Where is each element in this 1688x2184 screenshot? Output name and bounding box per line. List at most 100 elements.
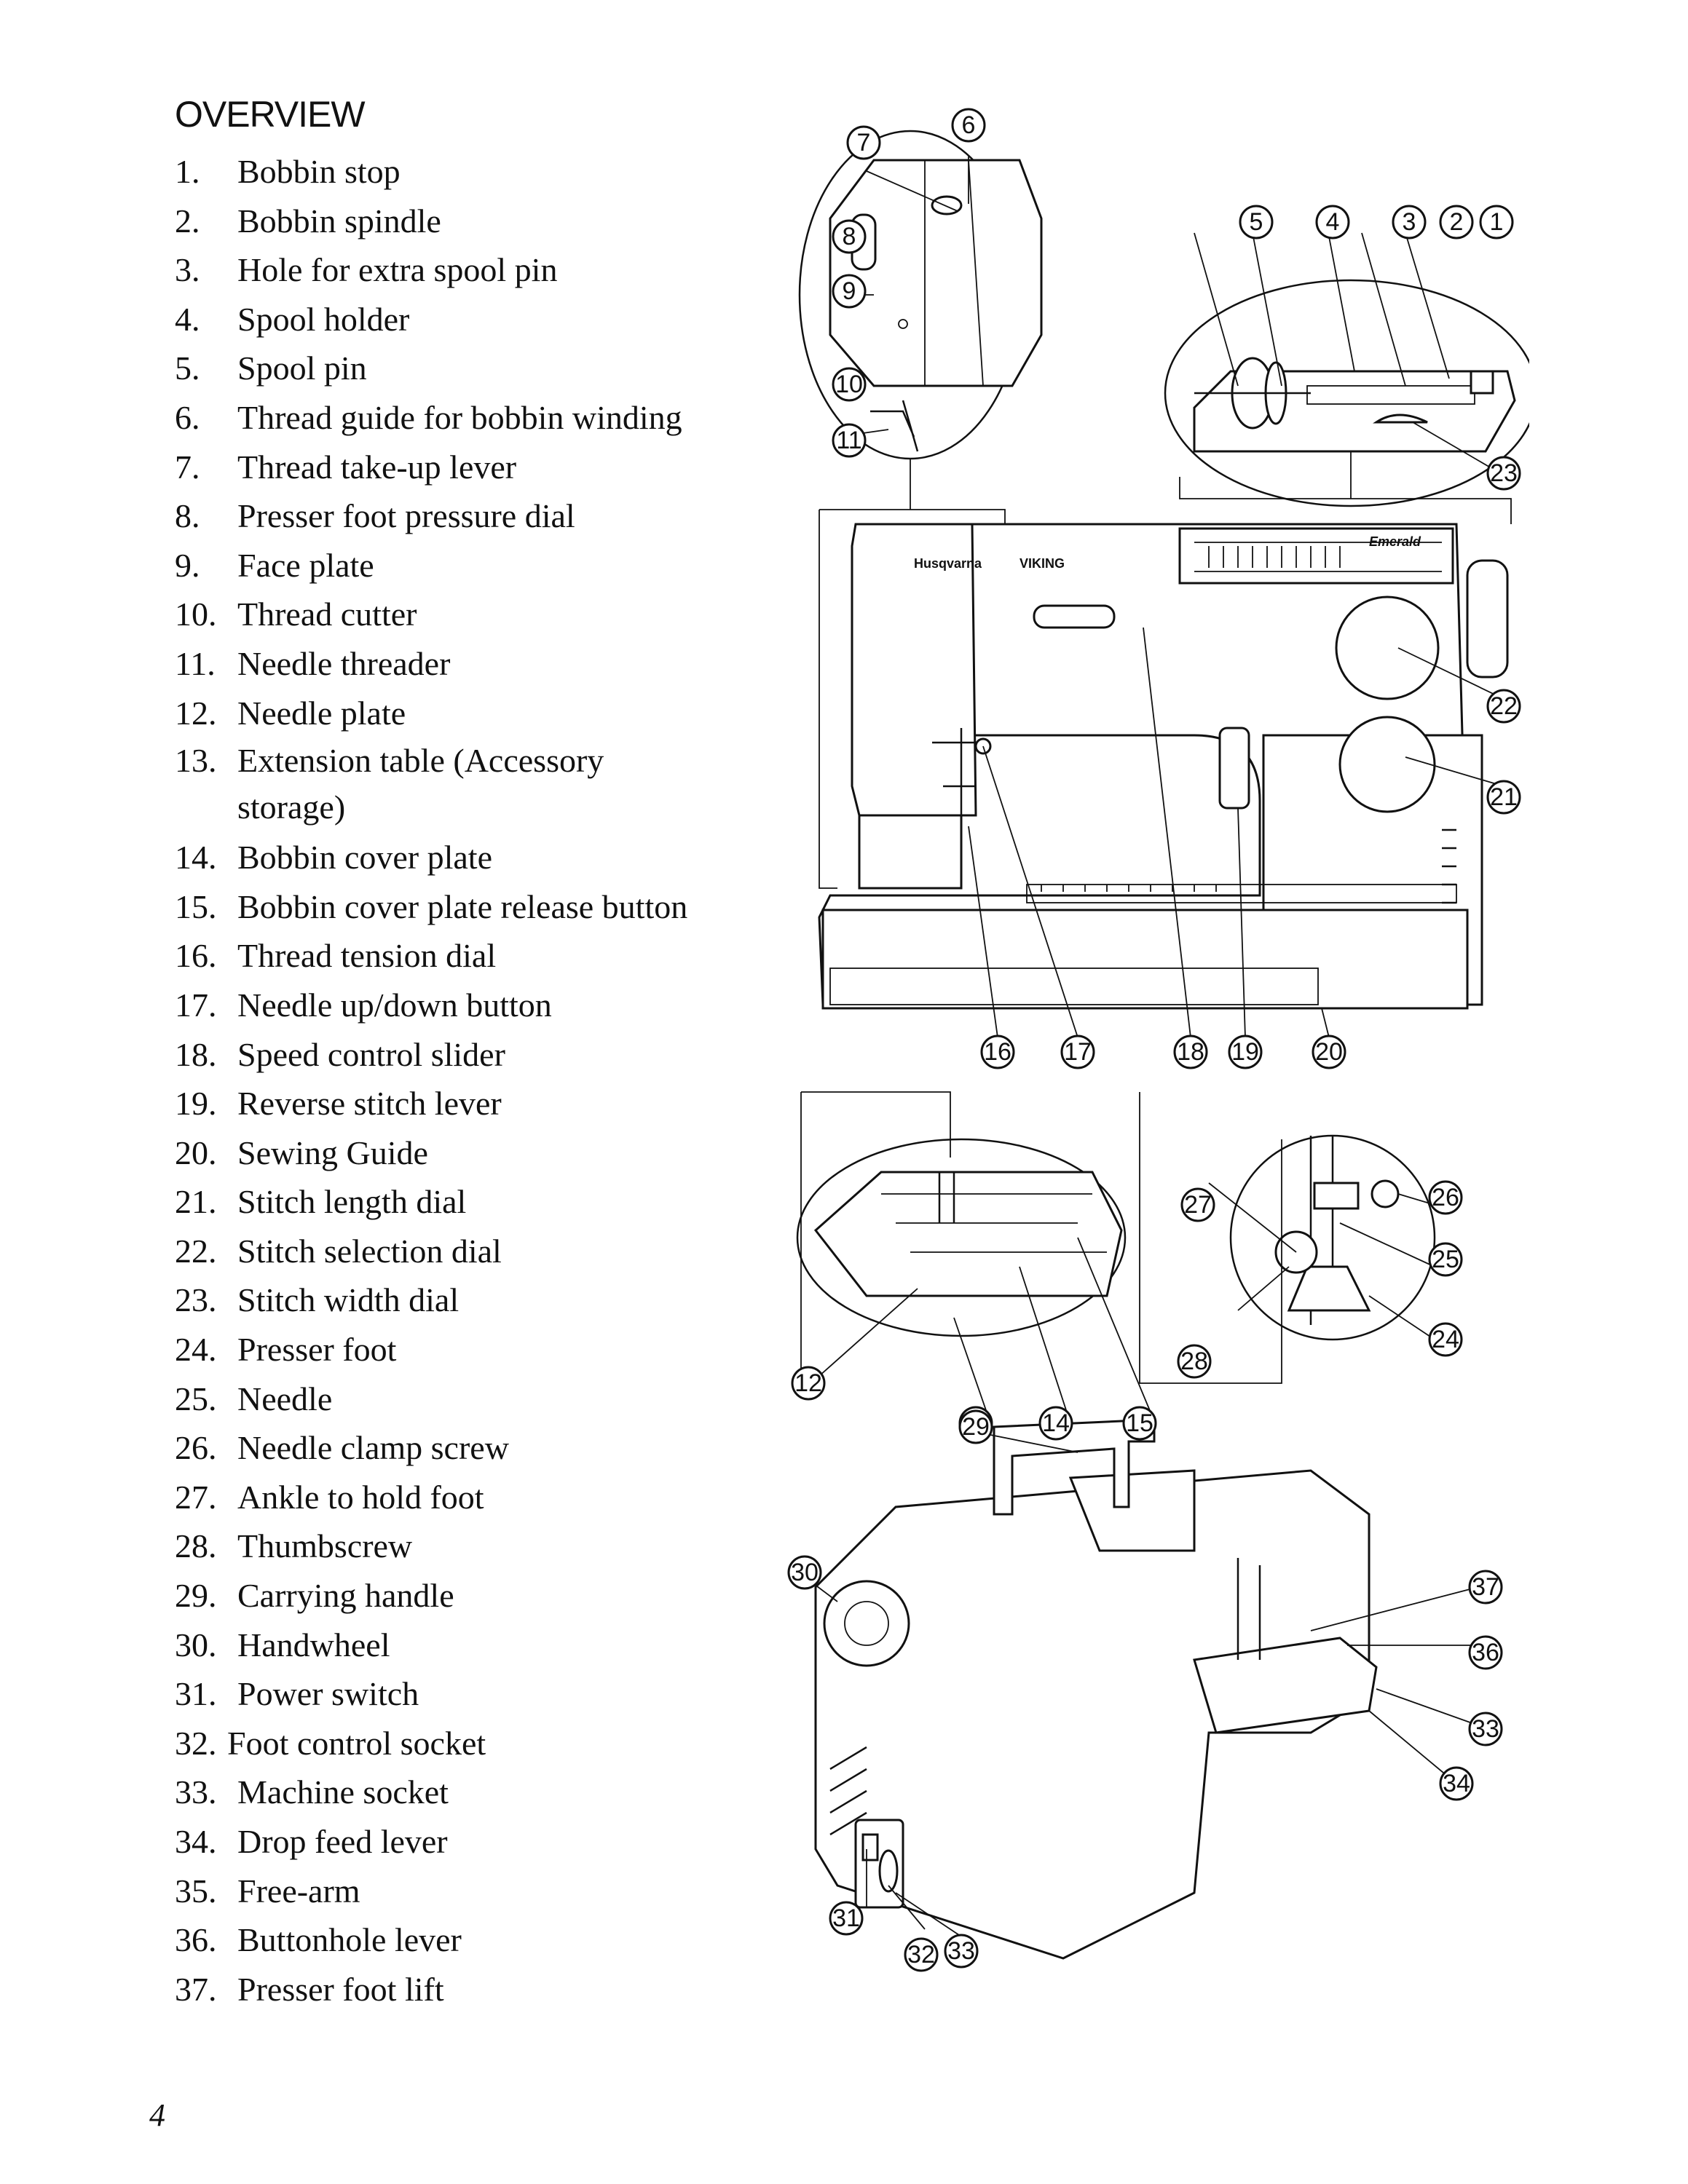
item-label: Carrying handle bbox=[237, 1577, 454, 1615]
machine-rear-view bbox=[814, 1418, 1378, 1960]
svg-text:3: 3 bbox=[1403, 208, 1416, 236]
item-number: 9. bbox=[175, 546, 200, 584]
item-number: 30. bbox=[175, 1626, 217, 1663]
parts-list-item: 13.Extension table (Accessory storage) bbox=[175, 737, 772, 833]
parts-list-item: 34.Drop feed lever bbox=[175, 1817, 772, 1867]
svg-text:34: 34 bbox=[1443, 1770, 1470, 1797]
parts-list-item: 2.Bobbin spindle bbox=[175, 197, 772, 246]
callout-19: 19 bbox=[1228, 1034, 1263, 1069]
parts-list-item: 30.Handwheel bbox=[175, 1621, 772, 1670]
item-label: Free-arm bbox=[237, 1872, 360, 1910]
callout-31: 31 bbox=[829, 1901, 864, 1936]
item-label: Needle plate bbox=[237, 694, 406, 732]
parts-list-item: 16.Thread tension dial bbox=[175, 931, 772, 981]
item-label: Foot control socket bbox=[227, 1724, 486, 1762]
callout-11: 11 bbox=[832, 423, 867, 458]
item-label: Stitch width dial bbox=[237, 1281, 460, 1319]
callout-33-rear: 33 bbox=[944, 1934, 979, 1969]
callout-36: 36 bbox=[1468, 1635, 1503, 1670]
item-label: Bobbin cover plate release button bbox=[237, 887, 688, 925]
model-name-label: Emerald bbox=[1369, 534, 1421, 549]
parts-list-item: 35.Free-arm bbox=[175, 1867, 772, 1916]
callout-4: 4 bbox=[1315, 205, 1350, 240]
item-number: 8. bbox=[175, 497, 200, 535]
item-label: Ankle to hold foot bbox=[237, 1478, 484, 1516]
svg-text:14: 14 bbox=[1042, 1409, 1070, 1437]
svg-text:33: 33 bbox=[947, 1937, 975, 1965]
callout-33-side: 33 bbox=[1468, 1712, 1503, 1746]
parts-list-item: 10.Thread cutter bbox=[175, 590, 772, 639]
detail-presser-foot bbox=[1229, 1134, 1436, 1341]
svg-text:12: 12 bbox=[794, 1369, 822, 1397]
parts-list-item: 8.Presser foot pressure dial bbox=[175, 491, 772, 541]
item-number: 3. bbox=[175, 251, 200, 289]
callout-9: 9 bbox=[832, 274, 867, 309]
sewing-machine-diagram: Husqvarna VIKING Emerald bbox=[786, 87, 1538, 2009]
svg-text:36: 36 bbox=[1472, 1639, 1499, 1666]
callout-29: 29 bbox=[958, 1409, 993, 1444]
parts-list-item: 3. Hole for extra spool pin bbox=[175, 245, 772, 295]
parts-list-item: 29. Carrying handle bbox=[175, 1571, 772, 1621]
item-number: 23. bbox=[175, 1281, 217, 1319]
page-number: 4 bbox=[149, 2097, 165, 2133]
item-number: 37. bbox=[175, 1970, 217, 2008]
item-number: 20. bbox=[175, 1133, 217, 1171]
svg-text:4: 4 bbox=[1326, 208, 1340, 236]
model-line-label: VIKING bbox=[1019, 556, 1065, 571]
svg-text:22: 22 bbox=[1490, 692, 1518, 720]
svg-text:18: 18 bbox=[1177, 1038, 1204, 1066]
svg-text:24: 24 bbox=[1432, 1326, 1459, 1353]
parts-list-item: 4.Spool holder bbox=[175, 295, 772, 344]
item-number: 14. bbox=[175, 839, 217, 877]
item-label: Hole for extra spool pin bbox=[237, 251, 558, 289]
item-number: 4. bbox=[175, 300, 200, 338]
parts-list-item: 12.Needle plate bbox=[175, 689, 772, 738]
parts-list-item: 15. Bobbin cover plate release button bbox=[175, 882, 772, 932]
parts-list-item: 26.Needle clamp screw bbox=[175, 1423, 772, 1473]
svg-text:10: 10 bbox=[835, 371, 863, 398]
parts-list-item: 28.Thumbscrew bbox=[175, 1522, 772, 1571]
callout-17: 17 bbox=[1060, 1034, 1095, 1069]
detail-extension-table bbox=[796, 1138, 1127, 1337]
parts-list-item: 21. Stitch length dial bbox=[175, 1177, 772, 1227]
item-label: Reverse stitch lever bbox=[237, 1085, 502, 1123]
item-number: 15. bbox=[175, 887, 217, 925]
item-label: Sewing Guide bbox=[237, 1133, 428, 1171]
item-number: 28. bbox=[175, 1527, 217, 1565]
parts-list-item: 32. Foot control socket bbox=[175, 1719, 772, 1768]
callout-16: 16 bbox=[980, 1034, 1015, 1069]
svg-text:1: 1 bbox=[1490, 208, 1504, 236]
svg-text:27: 27 bbox=[1184, 1191, 1212, 1219]
svg-text:28: 28 bbox=[1180, 1348, 1208, 1375]
item-label: Thread take-up lever bbox=[237, 448, 517, 486]
item-label: Stitch length dial bbox=[237, 1183, 467, 1221]
parts-list-item: 27.Ankle to hold foot bbox=[175, 1473, 772, 1522]
parts-list-item: 9.Face plate bbox=[175, 541, 772, 590]
parts-list-item: 11.Needle threader bbox=[175, 639, 772, 689]
leader-lines bbox=[800, 157, 1512, 1937]
callout-10: 10 bbox=[832, 367, 867, 402]
item-number: 18. bbox=[175, 1035, 217, 1073]
item-number: 32. bbox=[175, 1724, 217, 1762]
parts-list-item: 7.Thread take-up lever bbox=[175, 443, 772, 492]
item-label: Power switch bbox=[237, 1675, 419, 1713]
parts-list-item: 17.Needle up/down button bbox=[175, 981, 772, 1030]
item-label: Thread cutter bbox=[237, 596, 417, 633]
svg-text:29: 29 bbox=[962, 1413, 990, 1441]
item-number: 31. bbox=[175, 1675, 217, 1713]
callout-30: 30 bbox=[787, 1555, 822, 1590]
machine-front-view: Husqvarna VIKING Emerald bbox=[818, 523, 1509, 1010]
callout-23: 23 bbox=[1486, 456, 1521, 491]
svg-text:37: 37 bbox=[1472, 1573, 1499, 1601]
item-number: 21. bbox=[175, 1183, 217, 1221]
svg-text:2: 2 bbox=[1450, 208, 1464, 236]
item-label: Speed control slider bbox=[237, 1035, 505, 1073]
item-label: Needle clamp screw bbox=[237, 1429, 509, 1467]
item-label: Bobbin cover plate bbox=[237, 839, 493, 877]
item-number: 29. bbox=[175, 1577, 217, 1615]
callout-5: 5 bbox=[1239, 205, 1274, 240]
item-number: 13. bbox=[175, 742, 217, 780]
callout-24: 24 bbox=[1428, 1322, 1463, 1357]
callout-21: 21 bbox=[1486, 780, 1521, 815]
item-number: 11. bbox=[175, 644, 216, 682]
